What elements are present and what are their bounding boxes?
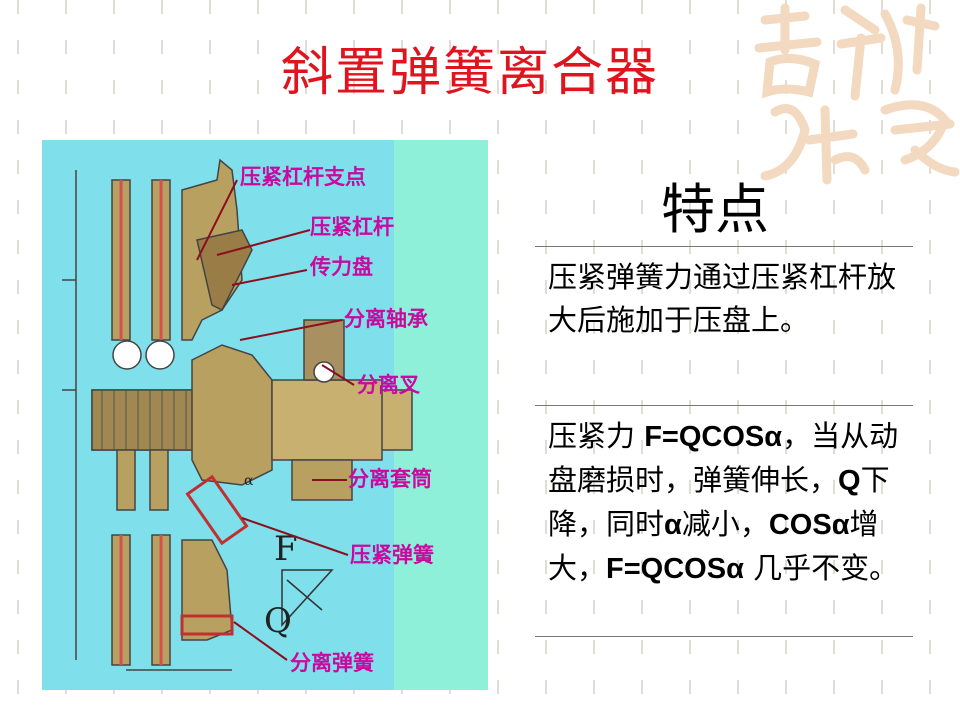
clutch-diagram: F Q α 压紧杠杆支点 压紧杠杆 传力盘 分离轴承 分离叉 分离套筒 压紧弹簧… [42,140,488,690]
label-release-bearing: 分离轴承 [344,307,428,331]
paragraph-spring-force: 压紧弹簧力通过压紧杠杆放大后施加于压盘上。 [548,260,897,337]
label-pressure-lever: 压紧杠杆 [310,215,394,239]
leader-lines [196,179,355,661]
slide-title: 斜置弹簧离合器 [280,43,659,103]
paragraph-pressure-force: 压紧力 F=QCOSα，当从动盘磨损时，弹簧伸长，Q下降，同时α减小，COSα增… [548,419,899,585]
label-lever-fulcrum: 压紧杠杆支点 [240,165,366,189]
divider-bottom [535,636,913,637]
label-release-spring: 分离弹簧 [290,651,374,675]
clutch-parts [62,158,413,671]
label-pressure-spring: 压紧弹簧 [350,543,434,567]
angle-symbol: α [244,473,254,489]
divider-top [535,246,913,247]
label-drive-plate: 传力盘 [309,255,373,279]
divider-middle [535,405,913,406]
part-labels: 压紧杠杆支点 压紧杠杆 传力盘 分离轴承 分离叉 分离套筒 压紧弹簧 分离弹簧 [240,165,434,675]
label-release-sleeve: 分离套筒 [348,467,432,491]
label-release-fork: 分离叉 [357,373,421,397]
formula-first: F=QCOSα [644,421,783,453]
calligraphy-decoration [754,3,960,185]
feature-title: 特点 [661,178,769,241]
formula-second: F=QCOSα [606,553,744,585]
force-f-symbol: F [274,529,298,569]
force-q-symbol: Q [264,601,292,641]
